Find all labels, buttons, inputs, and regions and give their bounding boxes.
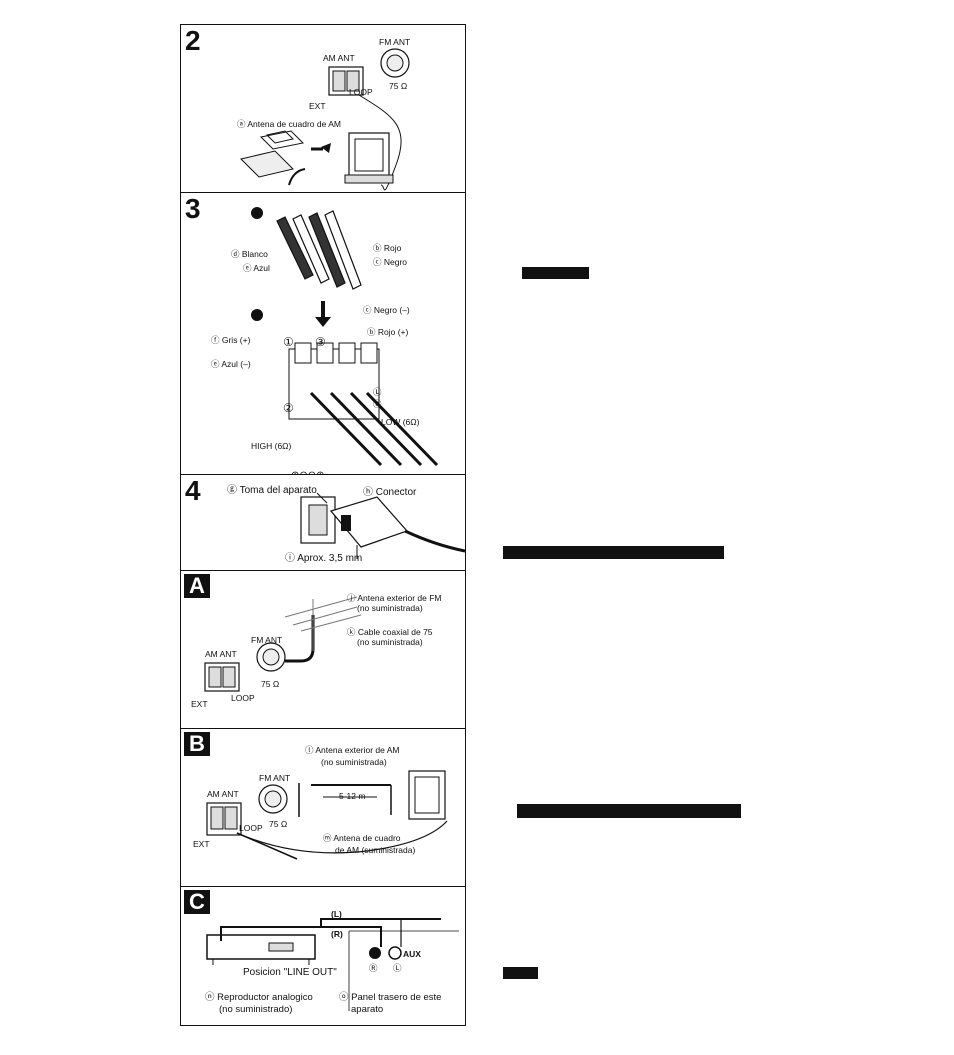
l-channel-label: (L)	[331, 909, 342, 919]
diagram-frame: 2 AM ANT FM ANT EXT LOOP 75 Ω ⓐ Antena d…	[180, 24, 466, 1026]
step-3-marker: ③	[315, 335, 326, 349]
panel-letter: B	[184, 732, 210, 756]
l-jack-mark: Ⓛ	[393, 963, 402, 973]
rear-panel-note: aparato	[351, 1004, 384, 1015]
loop-label: LOOP	[239, 823, 263, 833]
negro-label: ⓒ Negro	[373, 257, 408, 267]
l-mark: Ⓛ	[373, 387, 382, 397]
rear-panel-label: ⓞ Panel trasero de este	[339, 992, 442, 1003]
conector-label: ⓗ Conector	[363, 487, 417, 498]
line-out-position-label: Posicion "LINE OUT"	[243, 967, 337, 978]
r-mark: Ⓡ	[373, 399, 382, 409]
azul-label: ⓔ Azul	[243, 263, 270, 273]
panel-letter: A	[184, 574, 210, 598]
low-label: LOW (6Ω)	[381, 417, 420, 427]
fm-ant-label: FM ANT	[379, 37, 411, 47]
am-ant-label: AM ANT	[323, 53, 355, 63]
heading-bar-4	[503, 967, 538, 979]
connector-plug-illustration	[300, 492, 465, 559]
polarity-marks: ⊕⊖⊖⊕	[291, 470, 325, 475]
am-loop-note: de AM (suministrada)	[335, 845, 416, 855]
analog-player-connection-illustration	[206, 918, 459, 1011]
loop-label: LOOP	[349, 87, 373, 97]
panel-b: B ⓛ Antena exterior de AM (no suministra…	[181, 729, 465, 887]
fm-outdoor-antenna-note: (no suministrada)	[357, 603, 423, 613]
gris-plus-label: ⓕ Gris (+)	[211, 335, 251, 345]
coax-cable-label: ⓚ Cable coaxial de 75	[347, 627, 433, 637]
fm-ant-label: FM ANT	[251, 635, 283, 645]
step-2-marker: ②	[283, 401, 294, 415]
rojo-plus-label: ⓑ Rojo (+)	[367, 327, 409, 337]
ext-label: EXT	[309, 101, 326, 111]
coax-cable-note: (no suministrada)	[357, 637, 423, 647]
fm-outdoor-antenna-illustration	[204, 596, 362, 692]
am-loop-assembly-illustration	[240, 48, 410, 191]
panel-4: 4 ⓖ Toma del aparato ⓗ Conector ⓘ Aprox.…	[181, 475, 465, 571]
blanco-label: ⓓ Blanco	[231, 249, 268, 259]
heading-bar-1	[522, 267, 589, 279]
rojo-label: ⓑ Rojo	[373, 243, 402, 253]
speaker-wire-connection-illustration: ⊕⊖⊖⊕	[251, 207, 439, 475]
distance-label: 5-12 m	[339, 791, 366, 801]
panel-3: 3 ⊕⊖⊖⊕	[181, 193, 465, 475]
am-outdoor-antenna-illustration	[206, 770, 448, 860]
ext-label: EXT	[191, 699, 208, 709]
panel-c: C (L) (R) AUX Ⓡ Ⓛ Posicion "LINE OUT" ⓝ …	[181, 887, 465, 1027]
step-1-marker: ①	[283, 335, 294, 349]
panel-number: 4	[185, 475, 201, 506]
am-loop-label: ⓐ Antena de cuadro de AM	[237, 119, 341, 129]
toma-label: ⓖ Toma del aparato	[227, 485, 317, 496]
ohm-label: 75 Ω	[261, 679, 280, 689]
heading-bar-3	[517, 804, 741, 818]
analog-player-label: ⓝ Reproductor analogico	[205, 992, 313, 1003]
am-loop-label: ⓜ Antena de cuadro	[323, 833, 401, 843]
panel-a: A ⓙ Antena exterior de FM (no suministra…	[181, 571, 465, 729]
am-outdoor-antenna-note: (no suministrada)	[321, 757, 387, 767]
aux-label: AUX	[403, 949, 421, 959]
fm-outdoor-antenna-label: ⓙ Antena exterior de FM	[347, 593, 442, 603]
heading-bar-2	[503, 546, 724, 559]
panel-2: 2 AM ANT FM ANT EXT LOOP 75 Ω ⓐ Antena d…	[181, 25, 465, 193]
ohm-label: 75 Ω	[269, 819, 288, 829]
am-outdoor-antenna-label: ⓛ Antena exterior de AM	[305, 745, 400, 755]
am-ant-label: AM ANT	[207, 789, 239, 799]
panel-number: 3	[185, 193, 201, 224]
panel-number: 2	[185, 25, 201, 56]
fm-ant-label: FM ANT	[259, 773, 291, 783]
negro-minus-label: ⓒ Negro (–)	[363, 305, 410, 315]
am-ant-label: AM ANT	[205, 649, 237, 659]
analog-player-note: (no suministrado)	[219, 1004, 293, 1015]
ohm-label: 75 Ω	[389, 81, 408, 91]
r-channel-label: (R)	[331, 929, 343, 939]
panel-letter: C	[184, 890, 210, 914]
r-jack-mark: Ⓡ	[369, 963, 378, 973]
azul-minus-label: ⓔ Azul (–)	[211, 359, 251, 369]
loop-label: LOOP	[231, 693, 255, 703]
ext-label: EXT	[193, 839, 210, 849]
aprox-label: ⓘ Aprox. 3,5 mm	[285, 553, 363, 564]
high-label: HIGH (6Ω)	[251, 441, 292, 451]
